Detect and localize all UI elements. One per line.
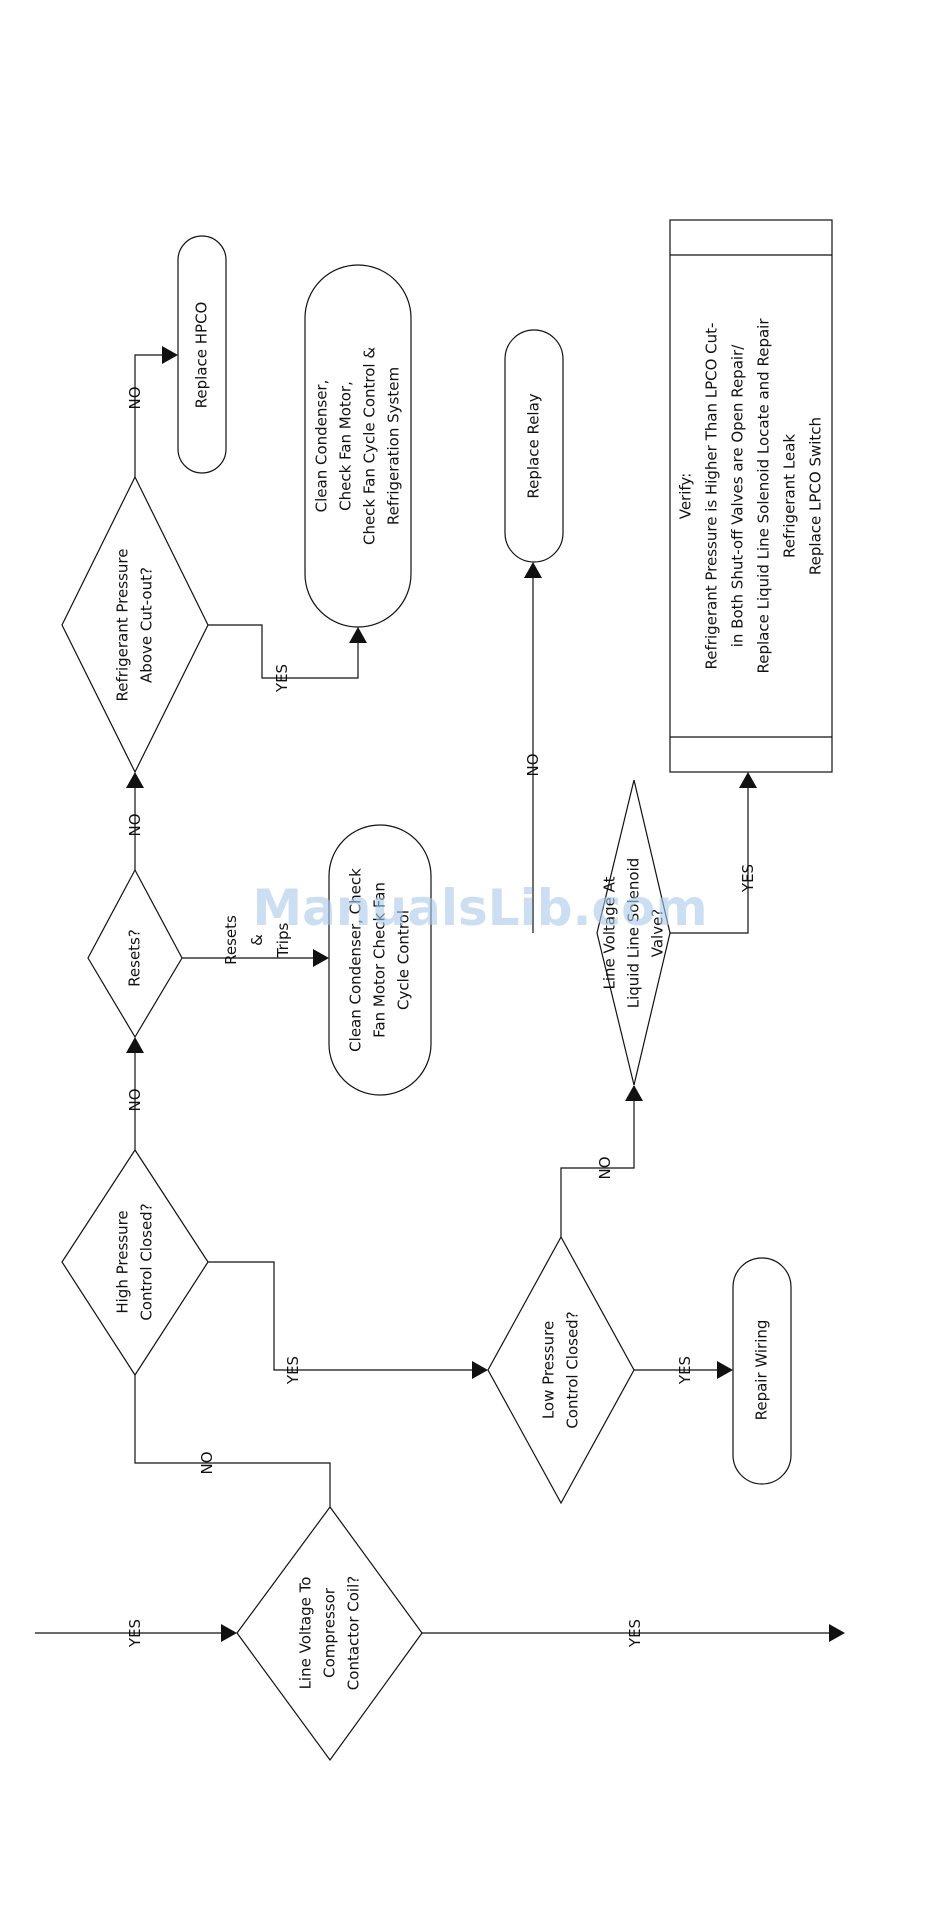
terminal-repair-wiring: [732, 1257, 792, 1485]
node-text-liquid-line-line-2: Liquid Line Solenoid: [625, 858, 643, 1009]
label-trips-1: Resets: [222, 915, 240, 965]
node-text-clean-condenser-top-line-4: Refrigeration System: [385, 367, 403, 525]
arrowhead: [313, 949, 329, 967]
node-text-clean-condenser-mid-line-2: Fan Motor Check Fan: [371, 882, 389, 1038]
arrowhead: [221, 1624, 237, 1642]
node-text-liquid-line-line-1: Line Voltage At: [601, 876, 619, 989]
node-text-clean-condenser-top-line-1: Clean Condenser,: [313, 380, 331, 513]
node-text-verify-box-line-4: Replace Liquid Line Solenoid Locate and …: [755, 318, 773, 674]
connector-refrig-yes: [208, 624, 359, 679]
connector-ll-yes: [670, 785, 749, 934]
node-text-clean-condenser-mid-line-3: Cycle Control: [395, 910, 413, 1010]
watermark: ManualsLib.com: [252, 879, 707, 937]
node-text-resets-line-1: Resets?: [126, 929, 144, 987]
node-text-verify-box-line-2: Refrigerant Pressure is Higher Than LPCO…: [703, 323, 721, 670]
arrowhead: [625, 1085, 643, 1101]
connector-lp-no: [560, 1098, 635, 1237]
node-text-low-pressure-line-1: Low Pressure: [540, 1321, 558, 1419]
node-text-line-voltage-coil-line-3: Contactor Coil?: [345, 1576, 363, 1690]
edge-labels: YES YES NO YES NO Resets & Trips NO YES …: [126, 386, 757, 1648]
decision-resets: [87, 868, 183, 1039]
arrowhead: [349, 627, 367, 643]
label-yes-hp: YES: [284, 1356, 302, 1385]
label-no-resets: NO: [126, 813, 144, 836]
decision-refrigerant-pressure: [61, 475, 209, 774]
terminal-clean-condenser-top: [304, 264, 412, 628]
arrowhead: [829, 1624, 845, 1642]
node-text-replace-hpco-line-1: Replace HPCO: [193, 302, 211, 409]
node-text-refrigerant-pressure-line-2: Above Cut-out?: [138, 567, 156, 683]
node-text-line-voltage-coil-line-2: Compressor: [321, 1587, 339, 1678]
terminal-clean-condenser-mid: [328, 824, 432, 1096]
node-text-verify-box-line-1: Verify:: [677, 473, 695, 520]
label-no-lp: NO: [596, 1156, 614, 1179]
decision-low-pressure: [487, 1235, 635, 1505]
label-yes-ll: YES: [739, 864, 757, 893]
arrowhead: [126, 1037, 144, 1053]
decision-liquid-line: [596, 779, 671, 1086]
node-text-liquid-line-line-3: Valve?: [649, 909, 667, 958]
label-no-refrig: NO: [126, 386, 144, 409]
node-text-high-pressure-line-1: High Pressure: [114, 1210, 132, 1313]
decision-high-pressure: [61, 1148, 209, 1377]
node-text-high-pressure-line-2: Control Closed?: [138, 1203, 156, 1320]
node-text-clean-condenser-top-line-2: Check Fan Motor,: [337, 381, 355, 511]
node-text-refrigerant-pressure-line-1: Refrigerant Pressure: [114, 549, 132, 702]
node-text-repair-wiring-line-1: Repair Wiring: [753, 1320, 771, 1421]
node-text-verify-box-line-3: in Both Shut-off Valves are Open Repair/: [729, 344, 747, 647]
node-text-replace-relay-line-1: Replace Relay: [525, 393, 543, 498]
arrowhead: [472, 1361, 488, 1379]
arrowhead: [126, 772, 144, 788]
node-text-clean-condenser-mid-line-1: Clean Condenser, Check: [347, 868, 365, 1052]
label-no-coil: NO: [198, 1451, 216, 1474]
node-text-verify-box-line-5: Refrigerant Leak: [781, 434, 799, 558]
arrowhead: [739, 772, 757, 788]
node-text-clean-condenser-top-line-3: Check Fan Cycle Control &: [361, 347, 379, 545]
arrowhead: [162, 346, 178, 364]
node-text-line-voltage-coil-line-1: Line Voltage To: [297, 1577, 315, 1690]
label-no-ll: NO: [524, 753, 542, 776]
arrowhead: [717, 1361, 733, 1379]
label-yes-out: YES: [626, 1619, 644, 1648]
decision-line-voltage-coil: [236, 1505, 423, 1762]
label-trips-3: Trips: [274, 923, 292, 959]
connector-refrig-no: [134, 354, 165, 477]
label-yes-in: YES: [126, 1619, 144, 1648]
node-text-low-pressure-line-2: Control Closed?: [564, 1311, 582, 1428]
terminal-replace-relay: [504, 329, 564, 563]
label-yes-lp: YES: [676, 1356, 694, 1385]
process-verify-box: [669, 219, 833, 773]
terminal-replace-hpco: [177, 235, 227, 474]
arrowhead: [524, 562, 542, 578]
node-text-verify-box-line-6: Replace LPCO Switch: [807, 417, 825, 575]
label-yes-refrig: YES: [273, 664, 291, 693]
node-texts: Line Voltage To Compressor Contactor Coil?…: [114, 302, 825, 1691]
label-no-hp: NO: [126, 1088, 144, 1111]
shapes: [61, 219, 833, 1762]
connector-hp-yes: [208, 1261, 475, 1371]
label-trips-2: &: [248, 934, 266, 946]
